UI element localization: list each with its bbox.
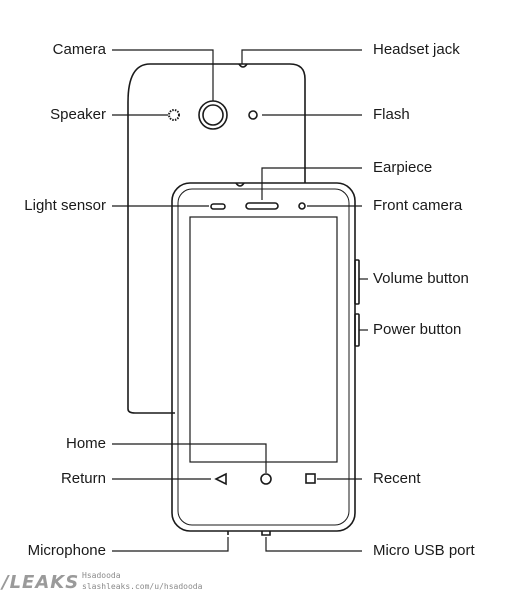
rear-phone-body — [127, 63, 306, 414]
watermark-handle: Hsadooda — [82, 571, 121, 580]
callout-headset-jack — [241, 49, 362, 64]
label-recent: Recent — [373, 470, 421, 487]
flash — [248, 110, 258, 120]
label-micro-usb-port: Micro USB port — [373, 542, 475, 559]
label-earpiece: Earpiece — [373, 159, 433, 176]
label-light-sensor: Light sensor — [24, 197, 106, 214]
front-camera — [298, 202, 306, 210]
callout-home — [112, 443, 267, 473]
callout-lines — [112, 49, 368, 552]
home-icon — [260, 473, 272, 485]
volume-button — [354, 259, 360, 305]
return-icon — [214, 472, 227, 486]
watermark-url: slashleaks.com/u/hsadooda — [82, 582, 203, 591]
label-speaker: Speaker — [50, 106, 106, 123]
label-home: Home — [65, 435, 106, 452]
label-volume-button: Volume button — [373, 270, 469, 287]
power-button — [354, 313, 360, 347]
callout-camera — [112, 49, 214, 101]
label-front-camera: Front camera — [373, 197, 463, 214]
front-phone-body — [171, 182, 356, 532]
callout-micro-usb-port — [265, 537, 362, 552]
watermark-logo: /LEAKS — [2, 572, 80, 593]
headset-jack — [238, 63, 248, 68]
earpiece — [245, 202, 279, 210]
label-flash: Flash — [373, 106, 410, 123]
speaker-grille — [168, 109, 180, 121]
screen — [189, 216, 338, 463]
label-power-button: Power button — [373, 321, 462, 338]
callout-earpiece — [261, 167, 362, 200]
light-sensor — [210, 203, 226, 210]
callout-microphone — [112, 537, 229, 552]
label-headset-jack: Headset jack — [373, 41, 460, 58]
micro-usb-port — [261, 531, 271, 536]
recent-icon — [305, 473, 316, 484]
label-camera: Camera — [52, 41, 106, 58]
label-microphone: Microphone — [27, 542, 106, 559]
label-return: Return — [60, 470, 106, 487]
